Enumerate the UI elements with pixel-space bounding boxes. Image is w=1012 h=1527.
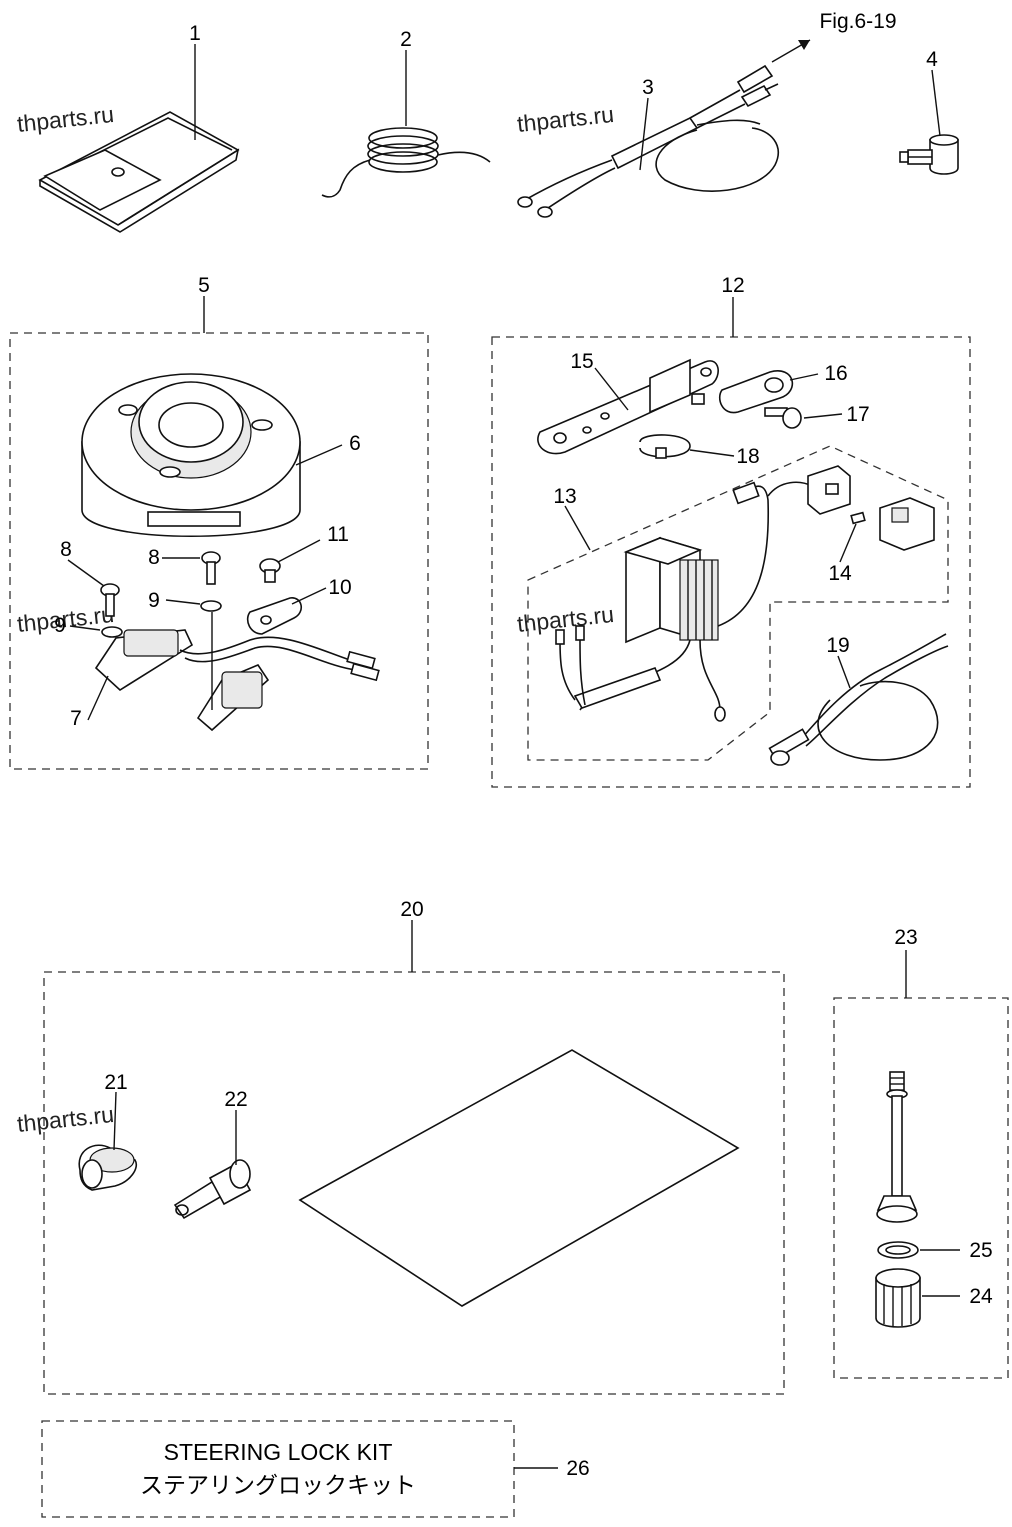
part-15-bracket <box>537 358 719 455</box>
callout-5: 5 <box>198 274 210 297</box>
callout-25: 25 <box>969 1239 992 1262</box>
callout-21: 21 <box>104 1071 127 1094</box>
callout-24: 24 <box>969 1285 993 1308</box>
leader-13 <box>564 505 591 551</box>
leader-4 <box>931 69 941 137</box>
callout-14: 14 <box>828 562 852 585</box>
callout-9b: 9 <box>148 589 160 612</box>
steering-lock-kit-title-ja: ステアリングロックキット <box>140 1472 416 1498</box>
callout-23: 23 <box>894 926 917 949</box>
callout-8b: 8 <box>148 546 160 569</box>
steering-lock-kit-title-en: STEERING LOCK KIT <box>164 1439 393 1465</box>
kit-box-12 <box>491 336 971 788</box>
part-8-screw-center <box>201 551 221 585</box>
callout-15: 15 <box>570 350 593 373</box>
callout-17: 17 <box>846 403 869 426</box>
leader-6 <box>295 444 343 466</box>
part-17-bolt <box>764 407 802 429</box>
part-13-rectifier <box>555 465 851 722</box>
callout-20: 20 <box>400 898 423 921</box>
part-1-pouch <box>38 111 240 233</box>
callout-19: 19 <box>826 634 849 657</box>
kit-box-23 <box>833 997 1009 1379</box>
part-10-clamp <box>246 597 302 635</box>
part-8-screw-left <box>100 583 120 617</box>
part-18-clip <box>639 434 691 459</box>
part-2-coil <box>321 127 491 198</box>
callout-8a: 8 <box>60 538 72 561</box>
callout-2: 2 <box>400 28 412 51</box>
part-25-oring <box>877 1241 919 1259</box>
watermark-4: thparts.ru <box>516 601 615 637</box>
part-4-cap <box>899 134 959 175</box>
leader-9b <box>165 599 201 605</box>
callout-4: 4 <box>926 48 938 71</box>
part-23-stem <box>876 1071 918 1223</box>
leader-10 <box>291 587 327 605</box>
leader-19 <box>837 655 851 689</box>
part-24-cap <box>875 1268 921 1328</box>
part-11-bolt <box>259 558 281 583</box>
callout-12: 12 <box>721 274 744 297</box>
leader-15 <box>594 367 629 411</box>
part-21-plug <box>78 1144 137 1191</box>
kit-box-5 <box>9 332 429 770</box>
fig-reference: Fig.6-19 <box>819 10 896 33</box>
part-14-connector <box>850 497 935 551</box>
leader-11 <box>277 539 321 563</box>
callout-10: 10 <box>328 576 351 599</box>
leader-21 <box>113 1091 117 1151</box>
part-22-valve <box>173 1159 252 1220</box>
callout-13: 13 <box>553 485 576 508</box>
leader-7 <box>87 675 109 721</box>
part-6-flywheel <box>81 373 301 537</box>
callout-9c: 9 <box>54 614 66 637</box>
kit-box-20 <box>43 971 785 1395</box>
kit-box-26 <box>41 1420 515 1518</box>
leader-16 <box>789 373 819 381</box>
callout-26: 26 <box>566 1457 589 1480</box>
watermark-1: thparts.ru <box>16 101 115 137</box>
callout-7: 7 <box>70 707 82 730</box>
leader-14 <box>839 523 857 563</box>
part-16-clamp <box>718 370 794 414</box>
callout-16: 16 <box>824 362 847 385</box>
part-19-lead <box>768 633 949 766</box>
callout-11: 11 <box>327 523 349 546</box>
part-9-washers <box>101 600 222 638</box>
callout-1: 1 <box>189 22 201 45</box>
part-3-harness <box>517 64 779 218</box>
leader-17 <box>803 413 843 419</box>
ref-arrow-head <box>798 40 810 50</box>
watermark-2: thparts.ru <box>516 101 615 137</box>
leader-9c <box>69 625 101 631</box>
callout-22: 22 <box>224 1088 247 1111</box>
leader-8a <box>67 559 105 587</box>
leader-18 <box>689 449 735 457</box>
callout-3: 3 <box>642 76 654 99</box>
watermark-5: thparts.ru <box>16 1101 115 1137</box>
callout-18: 18 <box>736 445 759 468</box>
part-7-coils <box>94 629 380 732</box>
part-20-sheet <box>298 1049 740 1307</box>
callout-6: 6 <box>349 432 361 455</box>
leader-3 <box>639 97 649 171</box>
